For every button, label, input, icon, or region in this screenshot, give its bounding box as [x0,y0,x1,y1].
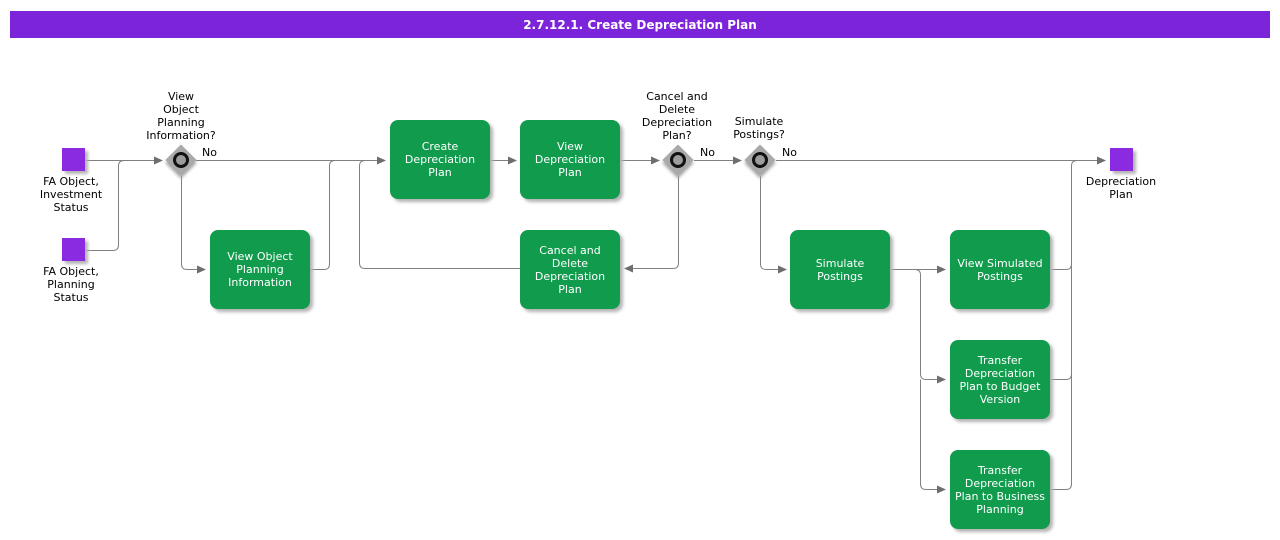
decision-circle-icon [173,152,189,168]
decision2-question: Cancel and Delete Depreciation Plan? [641,90,713,142]
decision-view-object-planning-information [165,144,197,176]
start-event-fa-object-planning-status [62,238,85,261]
start-event-fa-object-investment-status [62,148,85,171]
activity-transfer-depreciation-plan-to-budget-version[interactable]: Transfer Depreciation Plan to Budget Ver… [950,340,1050,419]
activity-view-simulated-postings[interactable]: View Simulated Postings [950,230,1050,309]
connector-branch-to-transfer-budget [914,269,946,384]
diagram-title-banner: 2.7.12.1. Create Depreciation Plan [10,11,1270,38]
event-label-planning-status: FA Object, Planning Status [43,265,99,304]
connector-view-object-merge [310,160,336,270]
connector-view-simulated-merge [1050,263,1072,270]
decision1-question: View Object Planning Information? [146,90,216,142]
connector-cancel-delete-return [359,160,520,269]
event-label-investment-status: FA Object, Investment Status [39,175,103,214]
connector-planning-status-merge [85,160,125,251]
decision3-no-label: No [782,146,797,159]
end-event-depreciation-plan [1110,148,1133,171]
connector-decision3-yes-to-simulate [760,176,787,274]
connector-decision2-yes-to-cancel-delete [624,176,679,273]
event-label-depreciation-plan: Depreciation Plan [1085,175,1157,201]
activity-cancel-and-delete-depreciation-plan[interactable]: Cancel and Delete Depreciation Plan [520,230,620,309]
activity-transfer-depreciation-plan-to-business-planning[interactable]: Transfer Depreciation Plan to Business P… [950,450,1050,529]
decision2-no-label: No [700,146,715,159]
connector-decision1-yes-to-view-object [181,176,206,274]
activity-create-depreciation-plan[interactable]: Create Depreciation Plan [390,120,490,199]
decision-cancel-and-delete-depreciation-plan [662,144,694,176]
connector-transfer-business-merge [1050,160,1078,490]
decision1-no-label: No [202,146,217,159]
decision3-question: Simulate Postings? [733,115,785,141]
activity-simulate-postings[interactable]: Simulate Postings [790,230,890,309]
activity-view-depreciation-plan[interactable]: View Depreciation Plan [520,120,620,199]
decision-simulate-postings [744,144,776,176]
activity-view-object-planning-information[interactable]: View Object Planning Information [210,230,310,309]
connector-branch-to-transfer-business [920,379,946,494]
decision-circle-icon [752,152,768,168]
decision-circle-icon [670,152,686,168]
connector-transfer-budget-merge [1050,373,1072,380]
